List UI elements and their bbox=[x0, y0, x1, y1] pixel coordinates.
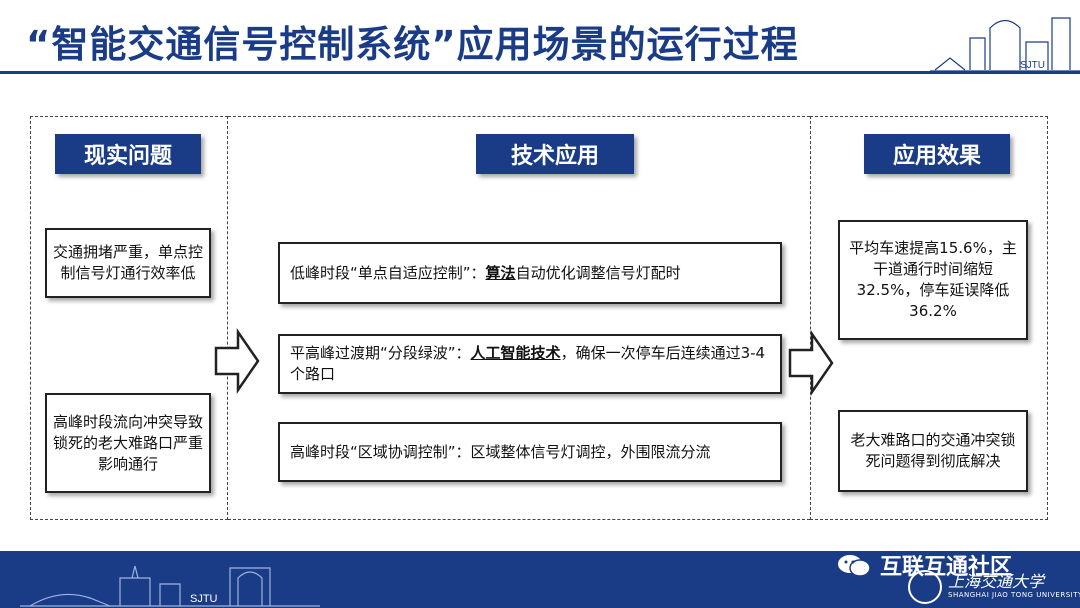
sjtu-text-footer: SJTU bbox=[190, 593, 218, 605]
tech-heading: 技术应用 bbox=[476, 134, 634, 174]
tech-box-3: 高峰时段“区域协调控制”：区域整体信号灯调控，外围限流分流 bbox=[278, 422, 782, 482]
effect-box-1: 平均车速提高15.6%，主干道通行时间缩短32.5%，停车延误降低36.2% bbox=[838, 220, 1028, 340]
arrow-right-icon bbox=[214, 327, 260, 395]
tech-text-2: 平高峰过渡期“分段绿波”：人工智能技术，确保一次停车后连续通过3-4个路口 bbox=[290, 343, 770, 385]
tech-text-1-em: 算法 bbox=[485, 263, 516, 282]
problem-box-2: 高峰时段流向冲突导致锁死的老大难路口严重影响通行 bbox=[45, 393, 211, 493]
sjtu-skyline-logo: SJTU bbox=[930, 8, 1080, 74]
slide-title: “智能交通信号控制系统”应用场景的运行过程 bbox=[26, 23, 799, 66]
header-divider bbox=[0, 71, 1080, 74]
sjtu-skyline-footer: SJTU bbox=[20, 548, 320, 608]
tech-text-2-em: 人工智能技术 bbox=[470, 344, 561, 362]
tech-text-1-pre: 低峰时段“单点自适应控制”： bbox=[290, 263, 486, 282]
effect-text-1: 平均车速提高15.6%，主干道通行时间缩短32.5%，停车延误降低36.2% bbox=[849, 239, 1017, 320]
tech-text-2-pre: 平高峰过渡期“分段绿波”： bbox=[290, 344, 471, 362]
problems-column bbox=[30, 116, 228, 520]
problem-box-1: 交通拥堵严重，单点控制信号灯通行效率低 bbox=[45, 228, 211, 298]
effect-box-2: 老大难路口的交通冲突锁死问题得到彻底解决 bbox=[838, 410, 1028, 492]
tech-text-1-post: 自动优化调整信号灯配时 bbox=[515, 263, 681, 282]
problems-heading: 现实问题 bbox=[55, 134, 201, 174]
effects-heading: 应用效果 bbox=[864, 134, 1010, 174]
school-logo: 上海交通大学 SHANGHAI JIAO TONG UNIVERSITY bbox=[908, 568, 1080, 606]
school-emblem-icon bbox=[908, 570, 942, 604]
school-name-cn: 上海交通大学 bbox=[948, 572, 1045, 591]
sjtu-text-top: SJTU bbox=[1020, 60, 1045, 71]
wechat-icon bbox=[838, 555, 871, 577]
tech-box-2: 平高峰过渡期“分段绿波”：人工智能技术，确保一次停车后连续通过3-4个路口 bbox=[278, 334, 782, 394]
tech-text-3: 高峰时段“区域协调控制”：区域整体信号灯调控，外围限流分流 bbox=[290, 442, 711, 461]
watermark: 互联互通社区 bbox=[836, 550, 1012, 580]
tech-text-2-post: ，确保一次停车后连续通过3-4个路口 bbox=[290, 344, 766, 383]
effects-column bbox=[810, 116, 1048, 520]
school-name-en: SHANGHAI JIAO TONG UNIVERSITY bbox=[948, 591, 1080, 599]
effect-text-2: 老大难路口的交通冲突锁死问题得到彻底解决 bbox=[850, 431, 1016, 470]
tech-text-1: 低峰时段“单点自适应控制”：算法自动优化调整信号灯配时 bbox=[290, 263, 681, 284]
problem-text-1: 交通拥堵严重，单点控制信号灯通行效率低 bbox=[53, 243, 204, 282]
problem-text-2: 高峰时段流向冲突导致锁死的老大难路口严重影响通行 bbox=[53, 412, 204, 473]
arrow-right-icon bbox=[788, 329, 834, 397]
watermark-text: 互联互通社区 bbox=[880, 555, 1013, 580]
tech-column bbox=[228, 116, 810, 520]
tech-box-1: 低峰时段“单点自适应控制”：算法自动优化调整信号灯配时 bbox=[278, 242, 782, 304]
